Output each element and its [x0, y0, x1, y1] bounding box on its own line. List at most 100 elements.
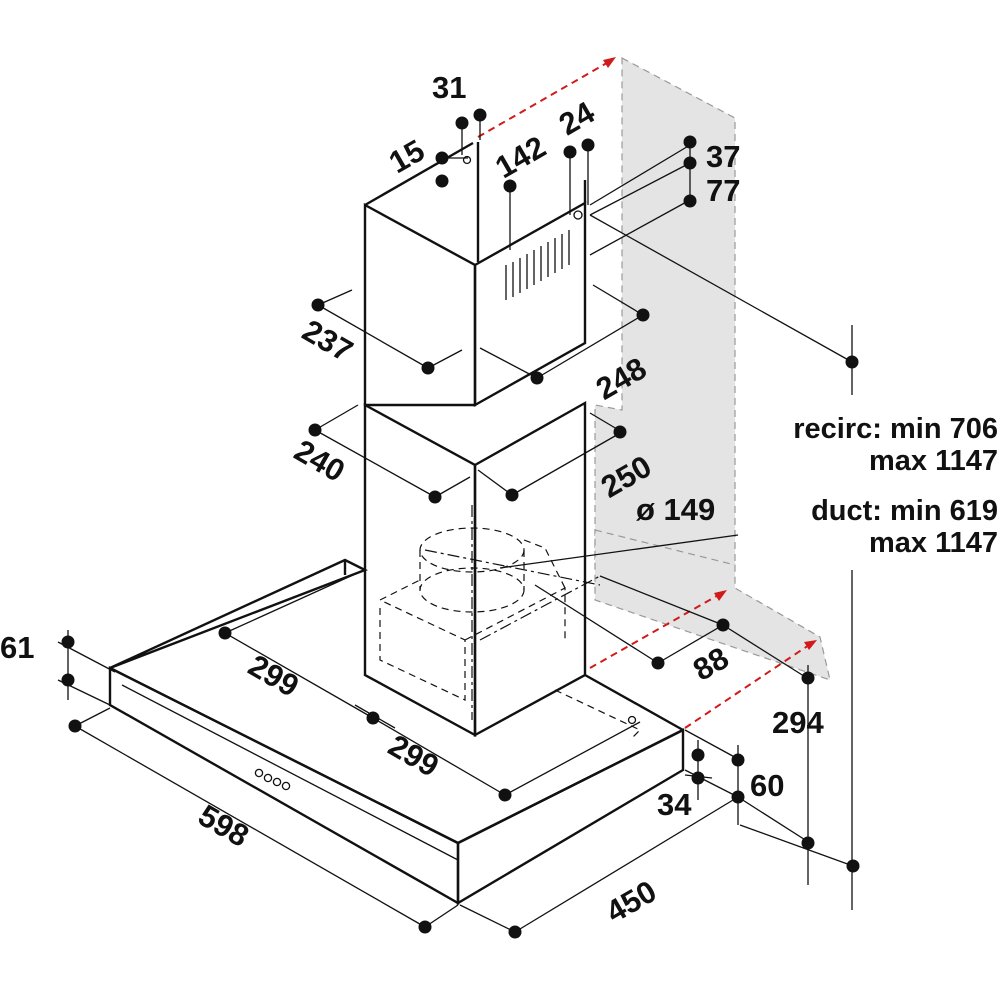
depth-axis [479, 575, 601, 641]
dim-dot [731, 753, 745, 767]
upper-chimney-side [473, 200, 587, 408]
dim-dot [845, 355, 859, 369]
mounting-arrows [477, 57, 817, 729]
upper-chimney-front [363, 202, 477, 407]
note-duct-min: duct: min 619 [811, 495, 998, 527]
control-button-2 [263, 773, 273, 783]
ext-60 [684, 729, 741, 761]
note-recirc-max: max 1147 [869, 445, 998, 477]
dim-248 [536, 314, 644, 379]
dim-dot [846, 859, 860, 873]
recess-hole [627, 715, 637, 725]
ext-240 [314, 404, 359, 431]
ext-240 [434, 476, 471, 498]
dim-dot [683, 156, 697, 170]
canopy-front-face [108, 666, 460, 906]
dim-dot [311, 298, 325, 312]
installation-notes: recirc: min 706 max 1147 duct: min 619 m… [793, 413, 998, 559]
ext-299a [224, 574, 354, 634]
dim-dot [435, 151, 449, 165]
ext-88c [722, 624, 808, 679]
bracket-hole [573, 210, 583, 220]
dim-dot [613, 425, 627, 439]
label-237: 237 [297, 313, 359, 369]
canopy-front-trim [121, 684, 459, 861]
dim-dot [636, 308, 650, 322]
motor-box-side [464, 587, 566, 641]
ext-598 [74, 707, 111, 727]
note-recirc-min: recirc: min 706 [793, 413, 998, 445]
dim-dot [683, 135, 697, 149]
motor-box-back [523, 539, 566, 589]
ref-hole [462, 155, 472, 165]
dim-dot [421, 361, 435, 375]
canopy-side-face [456, 728, 685, 906]
dimension-dots [61, 108, 860, 939]
arrow-top [477, 59, 613, 138]
arrow-bottom [684, 642, 813, 729]
label-88: 88 [687, 640, 734, 688]
label-34: 34 [657, 787, 692, 822]
dim-dot [455, 116, 469, 130]
label-24: 24 [553, 94, 601, 142]
dim-dot [691, 748, 705, 762]
ext-77 [589, 199, 691, 256]
dim-dot [308, 423, 322, 437]
dim-299a [224, 632, 374, 719]
ext-88 [534, 584, 659, 664]
label-77: 77 [706, 173, 740, 208]
dim-dot [508, 925, 522, 939]
ext-88b [599, 575, 724, 626]
dim-dot [581, 138, 595, 152]
hood-body [108, 141, 685, 906]
vent-grille [505, 230, 570, 300]
dim-250 [511, 431, 623, 496]
hidden-lines [379, 505, 642, 741]
motor-box-top [379, 579, 421, 601]
dim-598 [74, 725, 426, 928]
dim-240 [314, 429, 436, 498]
arrow-middle-head [714, 590, 727, 601]
dim-dot [801, 836, 815, 850]
ext-37b [589, 162, 691, 216]
ext-height [739, 824, 854, 867]
note-duct-max: max 1147 [869, 527, 998, 559]
wall [594, 57, 831, 681]
dim-dot [563, 145, 577, 159]
ext-299b [504, 721, 641, 796]
dim-88 [657, 624, 724, 664]
lower-chimney-side [473, 400, 587, 738]
ext-248 [479, 347, 538, 379]
motor-box-front [379, 599, 466, 701]
dim-450 [514, 796, 739, 933]
dim-dot [503, 179, 517, 193]
dim-dot [731, 790, 745, 804]
ext-250 [477, 469, 513, 496]
label-299-right: 299 [383, 728, 445, 784]
dim-dot [218, 626, 232, 640]
ext-248 [592, 284, 644, 316]
arrow-top-head [603, 57, 616, 68]
upper-chimney-top-edge [364, 141, 474, 207]
lower-chimney-front [363, 402, 477, 738]
dim-dot [435, 174, 449, 188]
label-142: 142 [489, 129, 551, 185]
dimension-lines [57, 115, 854, 933]
dim-237 [317, 304, 429, 369]
arrow-bottom-head [804, 640, 817, 650]
ext-598 [424, 904, 459, 928]
dim-dot [473, 108, 487, 122]
dim-299b [372, 717, 506, 796]
dim-dot [428, 490, 442, 504]
dim-dot [68, 719, 82, 733]
canopy-top-left [109, 558, 368, 670]
label-15: 15 [383, 133, 430, 181]
leader-149 [499, 534, 739, 569]
dim-dot [691, 771, 705, 785]
control-button-1 [254, 768, 264, 778]
label-598: 598 [193, 798, 255, 854]
label-31: 31 [432, 70, 466, 105]
canopy-top-back-edge [584, 673, 684, 732]
